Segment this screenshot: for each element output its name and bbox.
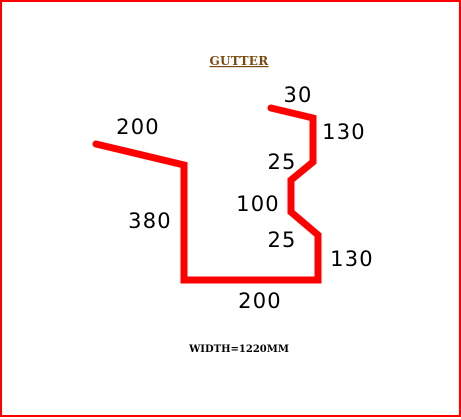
dimension-label-top-drop: 130	[322, 120, 366, 144]
dimension-label-upper-step: 25	[267, 150, 296, 174]
drawing-title: GUTTER	[209, 54, 269, 68]
gutter-profile-line	[92, 104, 322, 284]
dimension-label-lower-drop: 130	[330, 247, 374, 271]
dimension-label-base: 200	[238, 289, 282, 313]
dimension-label-mid-return: 100	[236, 192, 280, 216]
dimension-label-top-flange: 30	[283, 83, 312, 107]
width-note: WIDTH=1220MM	[188, 344, 289, 355]
dimension-label-lower-step: 25	[267, 228, 296, 252]
dimension-label-left-wall: 380	[128, 209, 172, 233]
dimension-label-outer-lip: 200	[116, 115, 160, 139]
